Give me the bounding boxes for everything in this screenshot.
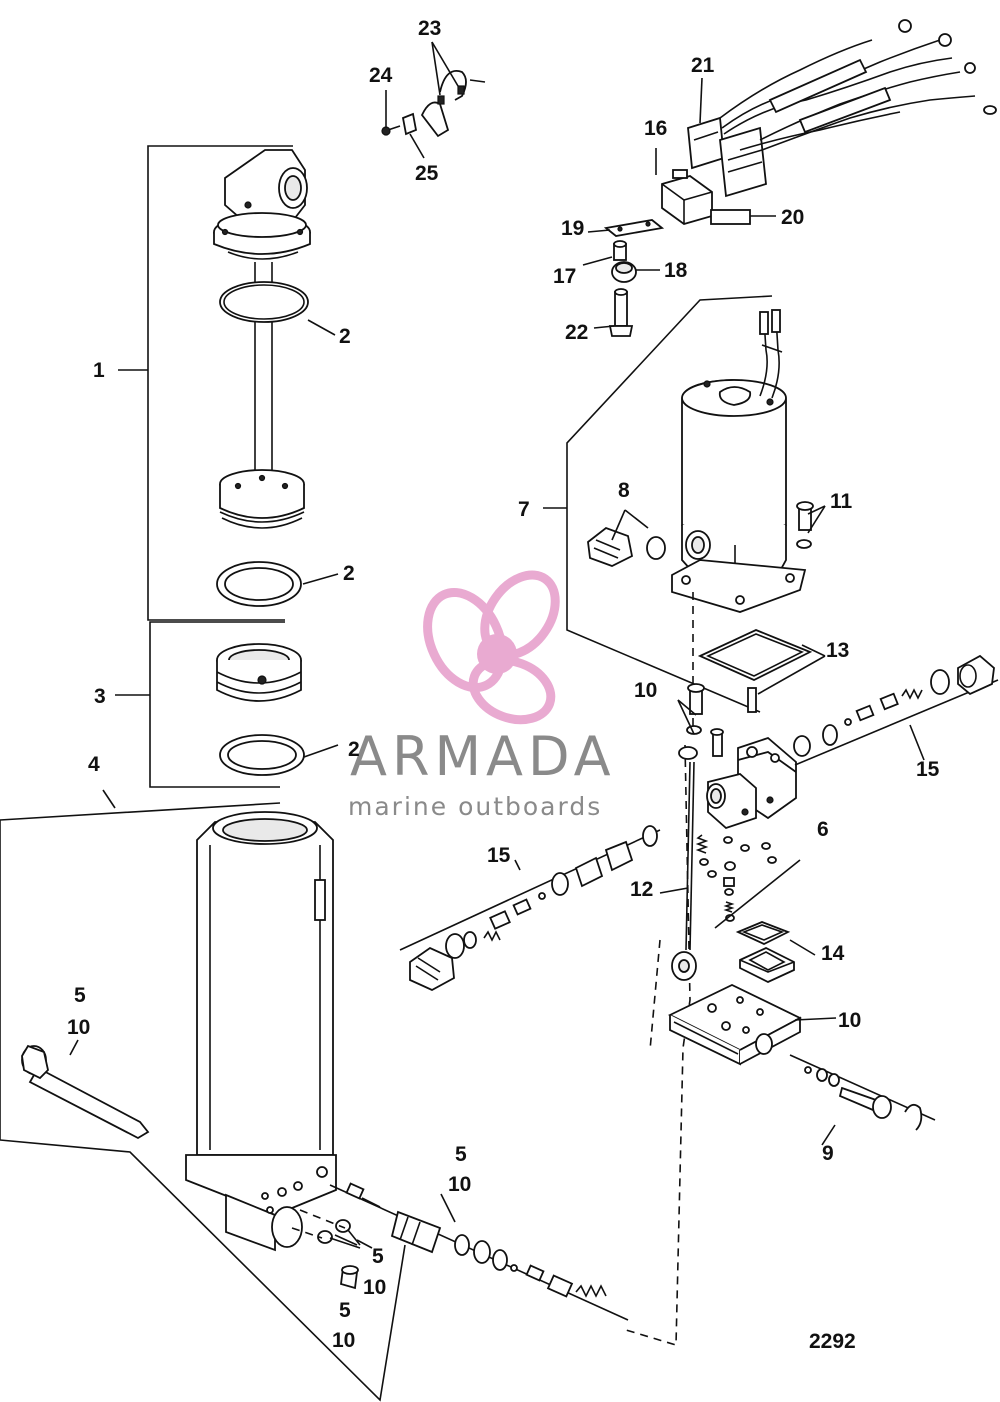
assembly-bracket-1 [118,145,293,621]
watermark-tagline: marine outboards [348,792,602,821]
callout-17: 17 [553,265,576,288]
callout-18: 18 [664,259,688,282]
callout-10b: 10 [448,1173,471,1196]
armada-propeller-logo-icon [423,570,560,725]
callout-9: 9 [822,1142,834,1165]
assembly-bracket-7 [543,295,773,713]
callout-20: 20 [781,206,804,229]
valve-stack-15-upper [793,654,999,766]
callout-15b: 15 [487,844,511,867]
screw-24 [381,125,401,136]
callout-23: 23 [418,17,441,40]
relay-16 [661,169,713,225]
callout-14: 14 [821,942,845,965]
ground-strap-12 [671,746,698,981]
callout-12: 12 [630,878,653,901]
alignment-line-manifold [649,939,661,1051]
leader-lines [69,41,925,1249]
gasket-13 [697,629,813,713]
callout-4: 4 [88,753,100,776]
watermark-brand: ARMADA [350,725,616,788]
manual-release-valve-9 [789,1054,936,1131]
valve-stack-15-lower [399,825,661,992]
cable-clamp-23 [420,70,486,138]
callout-10c: 10 [363,1276,386,1299]
washer-25 [401,112,418,136]
nut-18 [611,261,637,283]
callout-22: 22 [565,321,588,344]
callout-21: 21 [691,54,715,77]
callout-8: 8 [618,479,630,502]
trim-rod-assembly [213,149,311,529]
callout-15a: 15 [916,758,940,781]
assembly-bracket-3 [115,621,285,788]
callout-7: 7 [518,498,530,521]
seal-ring-2b [216,561,302,607]
cylinder-end-cap [216,643,302,702]
callout-10a: 10 [67,1016,90,1039]
callout-1: 1 [93,359,105,382]
fuse-20 [710,209,751,225]
wiring-harness-21 [687,19,997,198]
callout-5b: 5 [455,1143,467,1166]
bolt-22 [608,288,634,337]
callout-19: 19 [561,217,584,240]
callout-2b: 2 [343,562,355,585]
trim-cylinder-housing [185,811,337,1252]
callout-24: 24 [369,64,393,87]
callout-6: 6 [817,818,829,841]
callout-5d: 5 [339,1299,351,1322]
manifold-plate-10 [667,983,802,1066]
filter-14 [735,921,795,983]
long-mounting-bolt [21,1044,150,1140]
callout-2a: 2 [339,325,351,348]
callout-16: 16 [644,117,667,140]
callout-5c: 5 [372,1245,384,1268]
trim-pump-motor [671,309,807,613]
trim-pump-body-6 [706,736,797,830]
screw-11 [796,501,814,549]
callout-2c: 2 [348,738,360,761]
grommet-17 [613,240,627,261]
callout-11: 11 [830,490,853,513]
callout-10f: 10 [838,1009,861,1032]
seal-ring-2c [219,734,305,776]
fill-plug-8 [587,526,666,567]
mounting-plate-19 [603,219,665,237]
screw-pump-body [710,728,724,757]
alignment-line-valve-body [625,744,691,1347]
callout-3: 3 [94,685,106,708]
callout-25: 25 [415,162,439,185]
callout-13: 13 [826,639,849,662]
valve-small-parts [695,834,801,929]
callout-10e: 10 [634,679,657,702]
bottom-valve-components [291,1182,629,1321]
o-ring-2a [219,281,309,323]
assembly-bracket-4 [0,789,406,1402]
callout-5a: 5 [74,984,86,1007]
callout-10d: 10 [332,1329,355,1352]
diagram-number: 2292 [809,1330,856,1353]
